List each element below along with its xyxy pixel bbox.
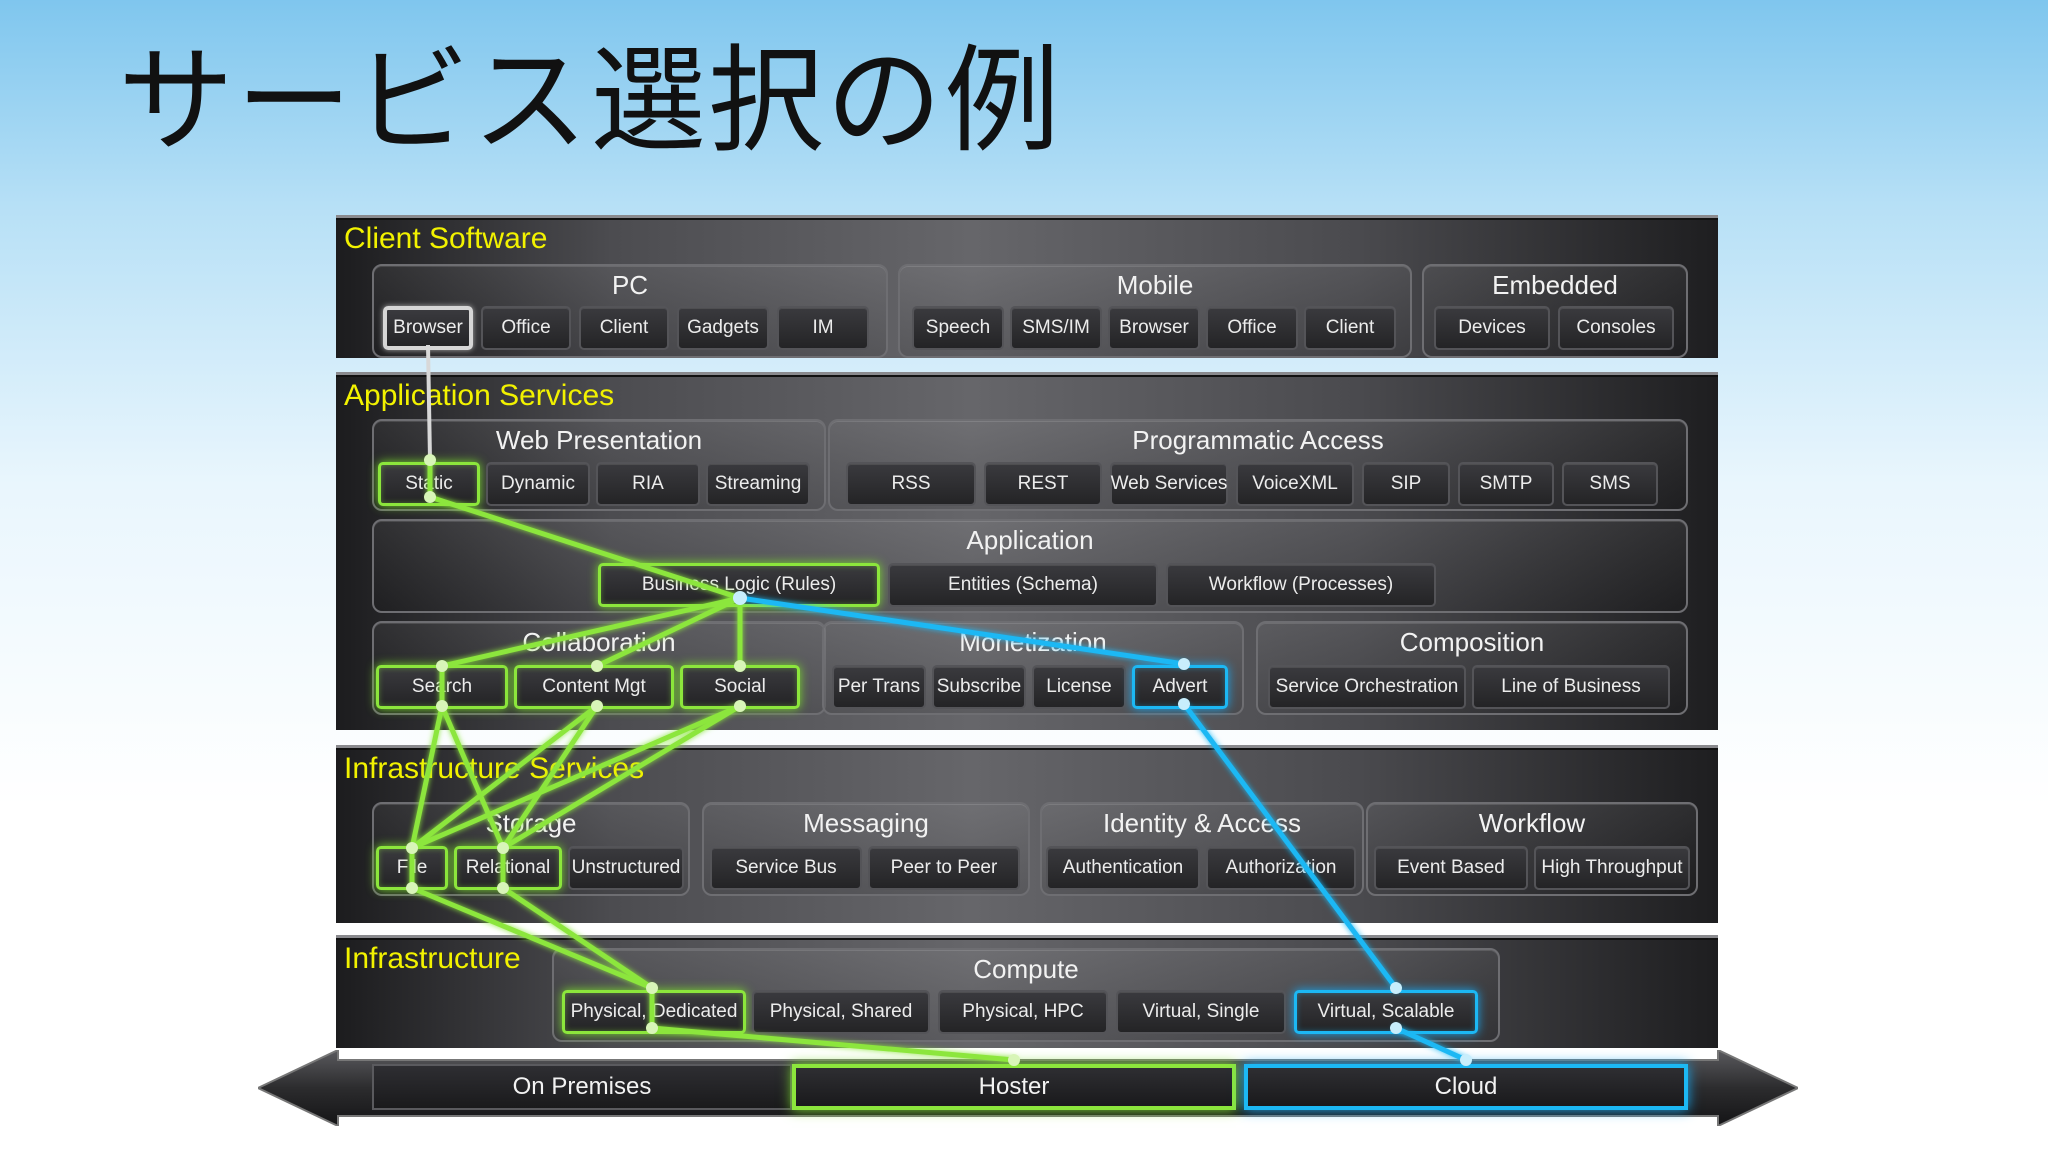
item-mobile-client[interactable]: Client xyxy=(1304,306,1396,350)
item-mobile-sms-im[interactable]: SMS/IM xyxy=(1010,306,1102,350)
group-storage: Storage File Relational Unstructured xyxy=(372,802,690,896)
item-web-static[interactable]: Static xyxy=(378,462,480,506)
item-prog-sip[interactable]: SIP xyxy=(1362,462,1450,506)
page-title: サービス選択の例 xyxy=(118,34,1062,169)
item-comp-line-of-business[interactable]: Line of Business xyxy=(1472,665,1670,709)
band-title-infrastructure-services: Infrastructure Services xyxy=(344,752,645,785)
group-title-collaboration: Collaboration xyxy=(522,627,676,657)
group-mobile: Mobile Speech SMS/IM Browser Office Clie… xyxy=(898,264,1412,358)
item-embedded-devices[interactable]: Devices xyxy=(1434,306,1550,350)
item-prog-voicexml[interactable]: VoiceXML xyxy=(1236,462,1354,506)
item-prog-rest[interactable]: REST xyxy=(984,462,1102,506)
group-application: Application Business Logic (Rules) Entit… xyxy=(372,519,1688,613)
item-prog-smtp[interactable]: SMTP xyxy=(1458,462,1554,506)
item-comp-service-orchestration[interactable]: Service Orchestration xyxy=(1268,665,1466,709)
group-embedded: Embedded Devices Consoles xyxy=(1422,264,1688,358)
group-title-monetization: Monetization xyxy=(959,627,1107,657)
item-embedded-consoles[interactable]: Consoles xyxy=(1558,306,1674,350)
group-title-web-presentation: Web Presentation xyxy=(495,425,703,455)
group-monetization: Monetization Per Trans Subscribe License… xyxy=(822,621,1244,715)
group-title-embedded: Embedded xyxy=(1492,270,1618,300)
group-composition: Composition Service Orchestration Line o… xyxy=(1256,621,1688,715)
band-title-client-software: Client Software xyxy=(344,222,548,255)
item-pc-office[interactable]: Office xyxy=(481,306,571,350)
item-collab-content-mgt[interactable]: Content Mgt xyxy=(514,665,674,709)
group-web-presentation: Web Presentation Static Dynamic RIA Stre… xyxy=(372,419,826,511)
item-mobile-office[interactable]: Office xyxy=(1206,306,1298,350)
item-mobile-browser[interactable]: Browser xyxy=(1108,306,1200,350)
deploy-cloud[interactable]: Cloud xyxy=(1244,1064,1688,1110)
band-application-services: Application Services Web Presentation St… xyxy=(336,372,1718,730)
item-compute-virtual-scalable[interactable]: Virtual, Scalable xyxy=(1294,990,1478,1034)
item-identity-authentication[interactable]: Authentication xyxy=(1046,846,1200,890)
item-web-streaming[interactable]: Streaming xyxy=(706,462,810,506)
group-title-pc: PC xyxy=(611,270,649,300)
group-title-mobile: Mobile xyxy=(1116,270,1194,300)
item-prog-web-services[interactable]: Web Services xyxy=(1110,462,1228,506)
group-pc: PC Browser Office Client Gadgets IM xyxy=(372,264,888,358)
band-infrastructure: Infrastructure Compute Physical, Dedicat… xyxy=(336,935,1718,1048)
item-pc-client[interactable]: Client xyxy=(579,306,669,350)
item-app-business-logic[interactable]: Business Logic (Rules) xyxy=(598,563,880,607)
item-storage-unstructured[interactable]: Unstructured xyxy=(568,846,684,890)
band-title-application-services: Application Services xyxy=(344,379,615,412)
item-compute-physical-shared[interactable]: Physical, Shared xyxy=(752,990,930,1034)
group-title-programmatic-access: Programmatic Access xyxy=(1132,425,1384,455)
item-identity-authorization[interactable]: Authorization xyxy=(1206,846,1356,890)
group-title-composition: Composition xyxy=(1399,627,1545,657)
deploy-hoster[interactable]: Hoster xyxy=(792,1064,1236,1110)
item-compute-physical-hpc[interactable]: Physical, HPC xyxy=(938,990,1108,1034)
deploy-on-premises[interactable]: On Premises xyxy=(372,1064,792,1110)
group-title-storage: Storage xyxy=(485,808,577,838)
group-title-compute: Compute xyxy=(973,954,1079,984)
group-title-workflow: Workflow xyxy=(1478,808,1586,838)
item-monet-per-trans[interactable]: Per Trans xyxy=(832,665,926,709)
group-title-identity-access: Identity & Access xyxy=(1103,808,1301,838)
item-mobile-speech[interactable]: Speech xyxy=(912,306,1004,350)
item-monet-license[interactable]: License xyxy=(1032,665,1126,709)
item-web-dynamic[interactable]: Dynamic xyxy=(486,462,590,506)
group-identity-access: Identity & Access Authentication Authori… xyxy=(1040,802,1364,896)
group-programmatic-access: Programmatic Access RSS REST Web Service… xyxy=(828,419,1688,511)
item-collab-social[interactable]: Social xyxy=(680,665,800,709)
item-storage-relational[interactable]: Relational xyxy=(454,846,562,890)
item-pc-browser[interactable]: Browser xyxy=(383,306,473,350)
group-messaging: Messaging Service Bus Peer to Peer xyxy=(702,802,1030,896)
band-client-software: Client Software PC Browser Office Client… xyxy=(336,215,1718,358)
item-workflow-high-throughput[interactable]: High Throughput xyxy=(1534,846,1690,890)
group-title-messaging: Messaging xyxy=(803,808,929,838)
item-messaging-service-bus[interactable]: Service Bus xyxy=(710,846,862,890)
group-collaboration: Collaboration Search Content Mgt Social xyxy=(372,621,826,715)
item-compute-physical-dedicated[interactable]: Physical, Dedicated xyxy=(562,990,746,1034)
group-compute: Compute Physical, Dedicated Physical, Sh… xyxy=(552,948,1500,1042)
item-storage-file[interactable]: File xyxy=(376,846,448,890)
item-prog-rss[interactable]: RSS xyxy=(846,462,976,506)
item-compute-virtual-single[interactable]: Virtual, Single xyxy=(1116,990,1286,1034)
item-collab-search[interactable]: Search xyxy=(376,665,508,709)
item-web-ria[interactable]: RIA xyxy=(596,462,700,506)
item-pc-im[interactable]: IM xyxy=(777,306,869,350)
item-messaging-peer-to-peer[interactable]: Peer to Peer xyxy=(868,846,1020,890)
group-workflow: Workflow Event Based High Throughput xyxy=(1366,802,1698,896)
group-title-application: Application xyxy=(966,525,1094,555)
item-app-entities[interactable]: Entities (Schema) xyxy=(888,563,1158,607)
item-prog-sms[interactable]: SMS xyxy=(1562,462,1658,506)
band-title-infrastructure: Infrastructure xyxy=(344,942,521,975)
item-pc-gadgets[interactable]: Gadgets xyxy=(677,306,769,350)
band-infrastructure-services: Infrastructure Services Storage File Rel… xyxy=(336,745,1718,923)
item-workflow-event-based[interactable]: Event Based xyxy=(1374,846,1528,890)
item-monet-advert[interactable]: Advert xyxy=(1132,665,1228,709)
item-app-workflow[interactable]: Workflow (Processes) xyxy=(1166,563,1436,607)
item-monet-subscribe[interactable]: Subscribe xyxy=(932,665,1026,709)
